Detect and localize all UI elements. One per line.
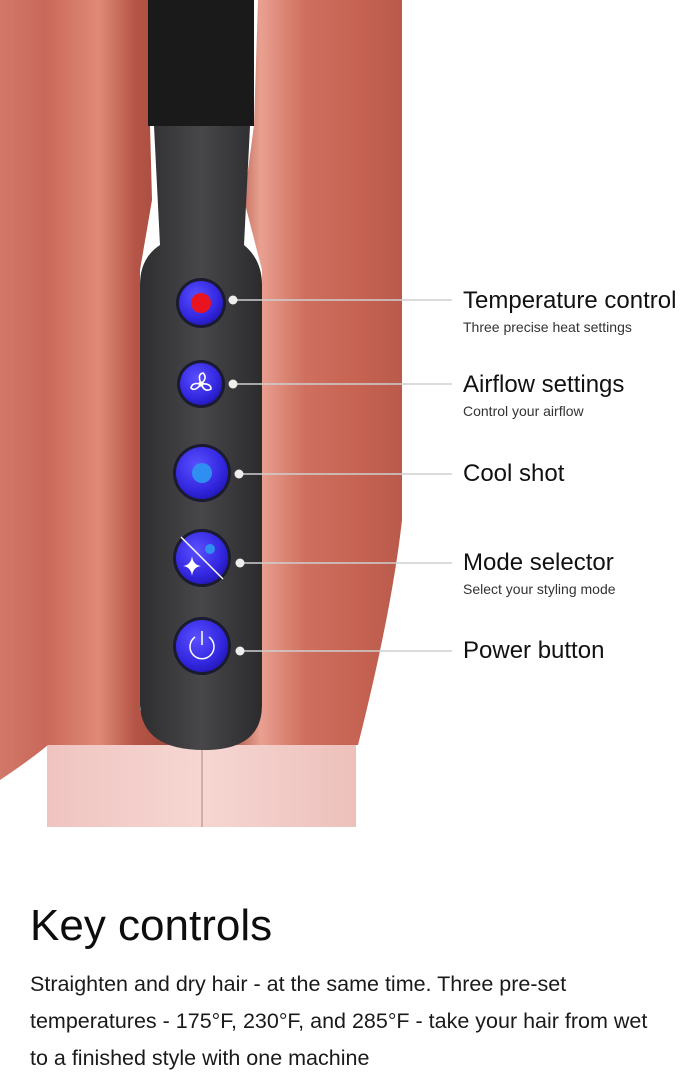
callout-subtitle: Select your styling mode <box>463 581 616 597</box>
power-button[interactable] <box>173 617 245 675</box>
sparkle-slash-icon <box>180 536 224 580</box>
device-body-right <box>225 0 402 745</box>
callout-airflow: Airflow settings Control your airflow <box>463 371 624 420</box>
callout-title: Cool shot <box>463 460 565 487</box>
callout-subtitle: Three precise heat settings <box>463 319 632 335</box>
fan-icon <box>190 372 212 391</box>
device-top-window <box>148 0 254 126</box>
section-description: Straighten and dry hair - at the same ti… <box>30 972 648 1070</box>
cool-shot-button[interactable] <box>173 444 244 502</box>
callout-cool-shot: Cool shot <box>463 460 564 488</box>
callout-title: Mode selector <box>463 549 614 576</box>
power-icon <box>189 631 215 660</box>
callout-subtitle: Control your airflow <box>463 403 584 419</box>
red-dot-icon <box>191 293 211 313</box>
airflow-settings-button[interactable] <box>177 360 238 408</box>
section-title: Key controls <box>30 901 273 950</box>
control-panel <box>140 126 262 750</box>
callout-power: Power button <box>463 637 604 665</box>
callout-mode-selector: Mode selector Select your styling mode <box>463 549 616 598</box>
temperature-control-button[interactable] <box>176 278 238 328</box>
callout-temperature: Temperature control Three precise heat s… <box>463 287 676 336</box>
product-illustration <box>0 0 452 827</box>
callout-title: Airflow settings <box>463 371 625 398</box>
callout-title: Temperature control <box>463 287 677 314</box>
blue-dot-icon <box>192 463 212 483</box>
callout-title: Power button <box>463 637 605 664</box>
mode-selector-button[interactable] <box>173 529 245 587</box>
device-body-left <box>0 0 180 780</box>
